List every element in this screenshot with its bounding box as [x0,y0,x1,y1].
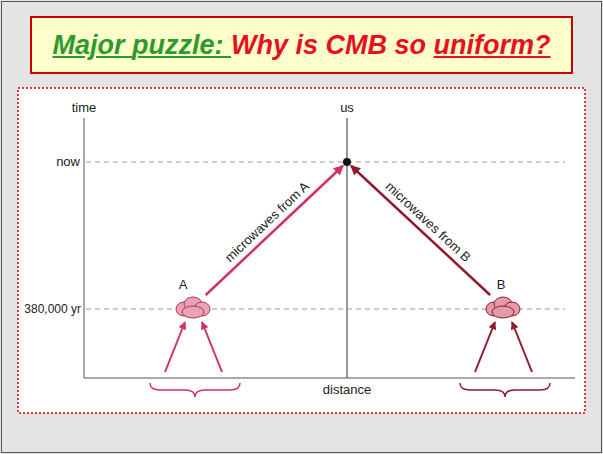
title-word: uniform? [434,30,551,60]
edge-label: microwaves from A [222,179,313,266]
title-box: Major puzzle: Why is CMB so uniform? [30,16,573,74]
observer-label: us [340,100,354,116]
title-word: CMB [326,30,395,60]
time-marker: 380,000 yr [24,302,81,316]
gas-cloud [175,295,211,319]
region-label: B [497,277,506,293]
region-label: A [179,277,188,293]
emitting-region: A [175,295,211,319]
time-marker: now [56,154,80,170]
converging-arrow [202,322,222,372]
title-word: Why [231,30,296,60]
now-line [86,162,565,163]
emitting-region: B [485,295,521,319]
our-worldline [347,118,348,378]
light-path-arrow [351,166,490,295]
cloud-lobe [492,306,514,318]
cloud-lobe [182,306,204,318]
observer-point: us [343,158,351,166]
title-word: Major [52,30,132,60]
gas-cloud [485,295,521,319]
observer-dot [343,158,351,166]
light-path-arrow [206,166,343,295]
diagram-panel [18,88,585,413]
title-word: is [295,30,325,60]
title-word: so [395,30,434,60]
slide-title: Major puzzle: Why is CMB so uniform? [52,30,550,61]
distance-axis [84,378,575,379]
axis-label: distance [323,382,371,398]
region-brace [150,383,240,397]
axis-label: time [72,100,97,116]
converging-arrow [512,322,532,372]
observer-dot [343,158,351,166]
converging-arrow [475,322,495,372]
converging-arrow [165,322,185,372]
edge-label: microwaves from B [382,179,474,266]
time-axis [84,118,85,378]
region-brace [460,383,550,397]
title-word: puzzle: [132,30,231,60]
